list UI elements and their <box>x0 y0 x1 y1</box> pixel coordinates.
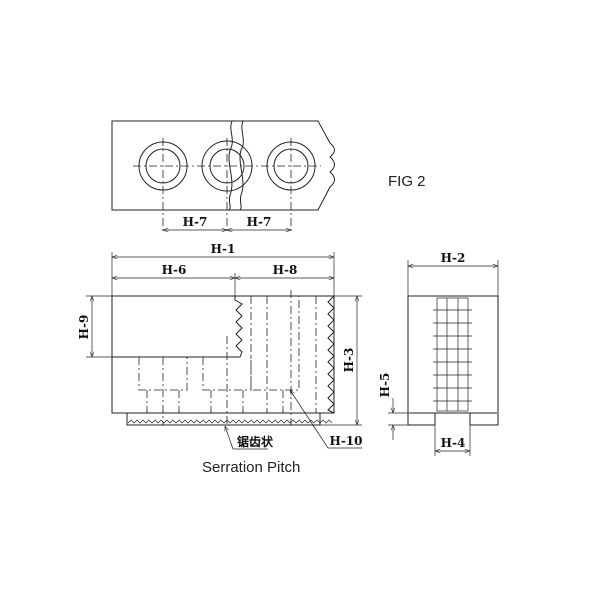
side-view: H-2 H-5 H-4 <box>378 251 499 456</box>
serration-label-en: Serration Pitch <box>202 459 300 476</box>
front-view: H-1 H-6 H-8 H-9 H-3 H-10 锯齿状 Serration P… <box>77 242 363 476</box>
dimension-h3: H-3 <box>342 348 356 373</box>
dimension-h2: H-2 <box>441 251 466 265</box>
dimension-h5: H-5 <box>378 373 392 398</box>
dimension-h4: H-4 <box>441 436 466 450</box>
dimension-h6: H-6 <box>162 263 187 277</box>
dimension-h7-left: H-7 <box>183 215 208 229</box>
dimension-h10: H-10 <box>329 434 362 448</box>
top-view: H-7 H-7 <box>111 120 335 234</box>
dimension-h7-right: H-7 <box>247 215 272 229</box>
dimension-h1: H-1 <box>211 242 236 256</box>
figure-label: FIG 2 <box>388 173 426 190</box>
dimension-h8: H-8 <box>273 263 298 277</box>
dimension-h9: H-9 <box>77 315 91 340</box>
serration-label-cn: 锯齿状 <box>237 434 274 449</box>
